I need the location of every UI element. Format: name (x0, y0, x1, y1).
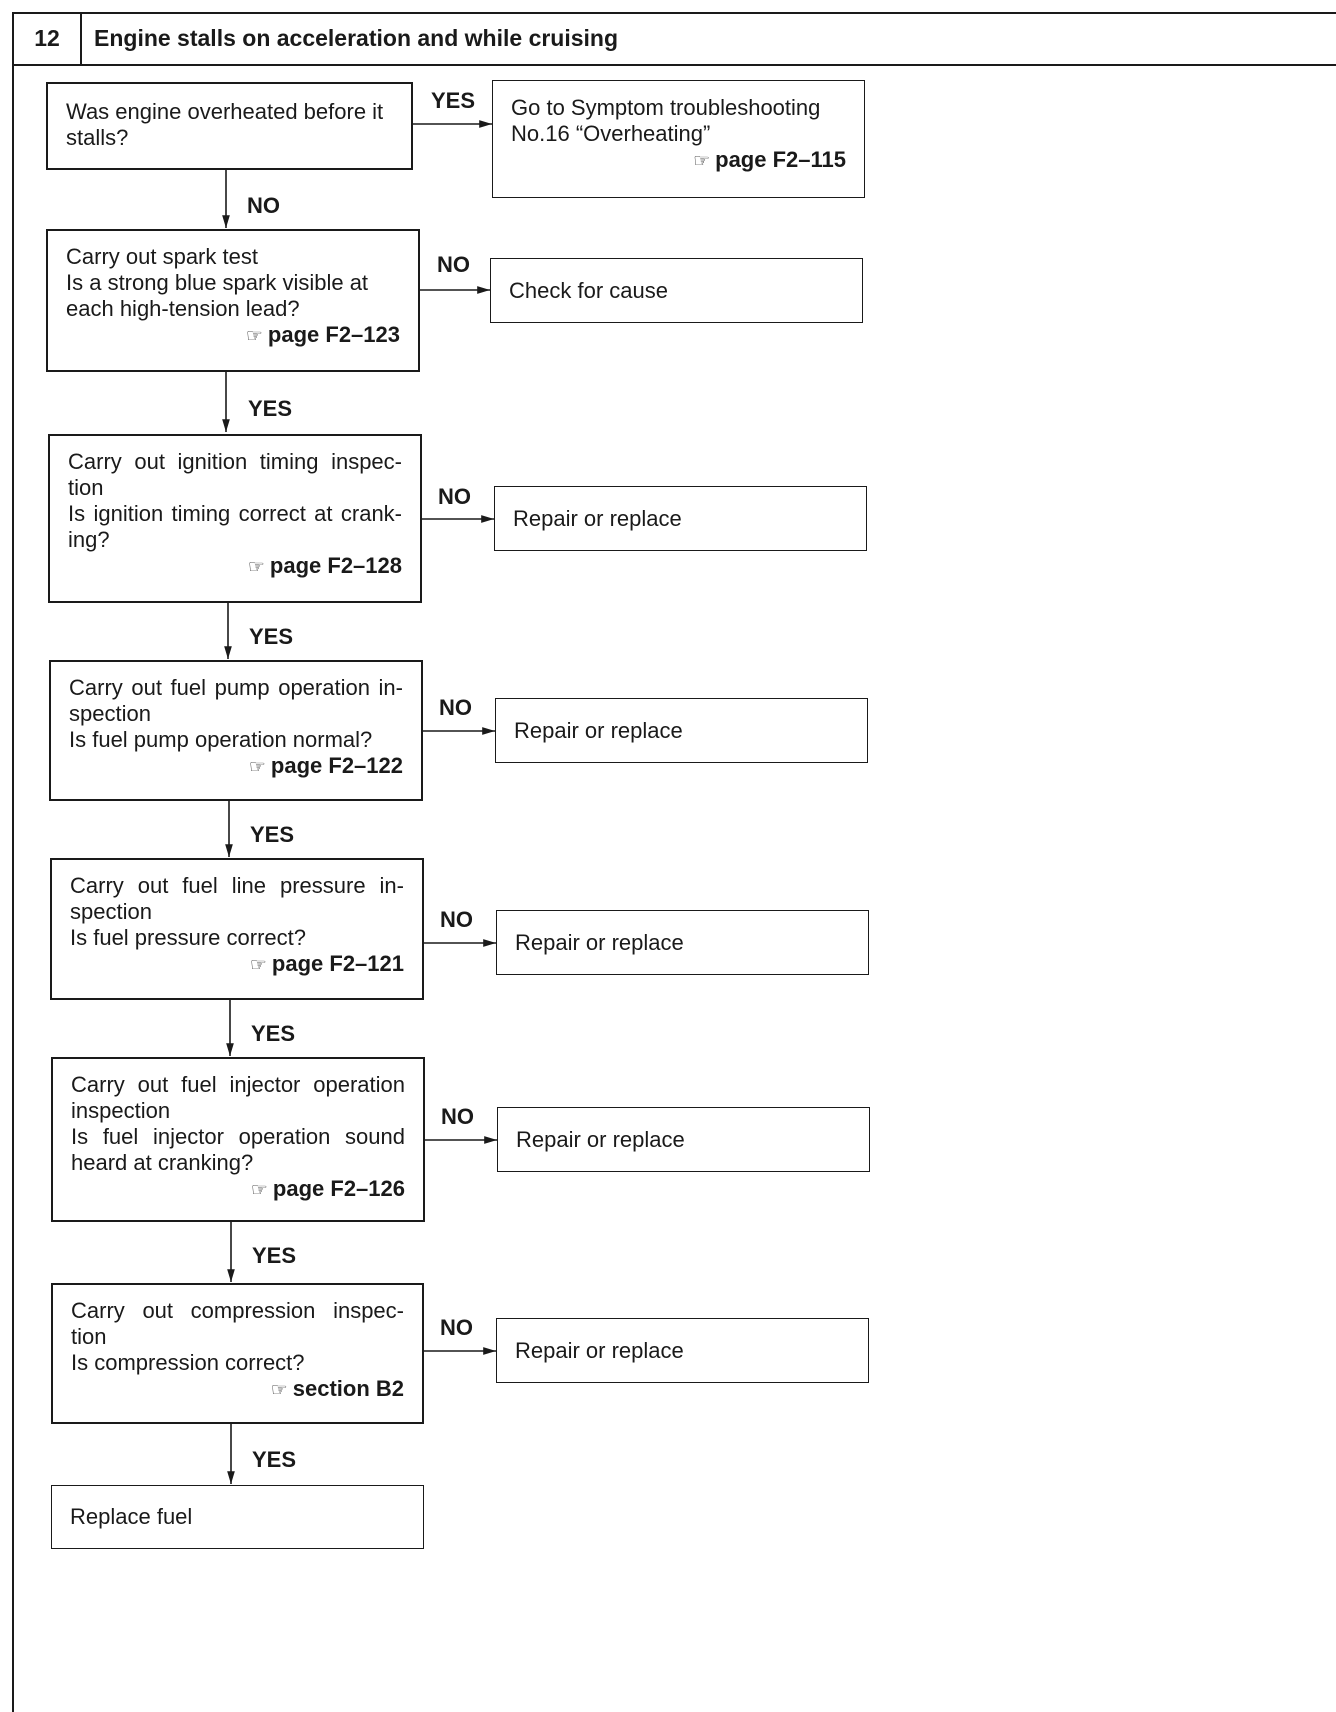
decision-fuel-line-pressure: Carry out fuel line pressure in-spection… (50, 858, 424, 1000)
page-reference: ☞page F2–123 (245, 322, 400, 347)
step-action: Carry out spark test (66, 244, 258, 269)
no-label: NO (438, 484, 471, 509)
yes-label: YES (252, 1243, 297, 1268)
no-label: NO (439, 695, 472, 720)
decision-fuel-injector: Carry out fuel injector operation inspec… (51, 1057, 425, 1222)
no-label: NO (247, 193, 280, 218)
step-question: Is fuel pressure correct? (70, 925, 306, 950)
step-action: Carry out fuel injector operation inspec… (71, 1072, 405, 1123)
no-label: NO (440, 1315, 473, 1340)
decision-ignition-timing: Carry out ignition timing inspec-tion Is… (48, 434, 422, 603)
yes-label: YES (248, 396, 293, 421)
step-action: Carry out ignition timing inspec-tion (68, 449, 402, 500)
pointing-hand-icon: ☞ (248, 757, 266, 778)
decision-compression: Carry out compression inspec-tion Is com… (51, 1283, 424, 1424)
result-repair-replace: Repair or replace (495, 698, 868, 763)
decision-overheated: Was engine overheated before it stalls? (46, 82, 413, 170)
page-frame (12, 12, 1336, 1712)
page-reference: ☞page F2–126 (250, 1176, 405, 1201)
pointing-hand-icon: ☞ (249, 955, 267, 976)
yes-label: YES (431, 88, 476, 113)
result-text-line2: No.16 “Overheating” (511, 121, 711, 146)
no-label: NO (440, 907, 473, 932)
step-question: Is fuel injector operation sound heard a… (71, 1124, 405, 1175)
pointing-hand-icon: ☞ (250, 1180, 268, 1201)
pointing-hand-icon: ☞ (245, 326, 263, 347)
result-check-cause: Check for cause (490, 258, 863, 323)
page-title: Engine stalls on acceleration and while … (94, 24, 619, 51)
step-question: Is ignition timing correct at crank-ing? (68, 501, 402, 552)
result-repair-replace: Repair or replace (497, 1107, 870, 1172)
page-reference: ☞page F2–122 (248, 753, 403, 778)
step-action: Carry out compression inspec-tion (71, 1298, 404, 1349)
step-action: Carry out fuel pump operation in-spectio… (69, 675, 403, 726)
result-text-line1: Go to Symptom troubleshooting (511, 95, 821, 120)
yes-label: YES (249, 624, 294, 649)
page-reference: ☞page F2–115 (693, 147, 846, 172)
pointing-hand-icon: ☞ (693, 151, 711, 172)
decision-spark-test: Carry out spark test Is a strong blue sp… (46, 229, 420, 372)
result-repair-replace: Repair or replace (494, 486, 867, 551)
yes-label: YES (252, 1447, 297, 1472)
final-replace-fuel: Replace fuel (51, 1485, 424, 1549)
decision-fuel-pump: Carry out fuel pump operation in-spectio… (49, 660, 423, 801)
page-reference: ☞page F2–128 (247, 553, 402, 578)
result-repair-replace: Repair or replace (496, 910, 869, 975)
symptom-number: 12 (14, 12, 82, 64)
step-question: Is compression correct? (71, 1350, 305, 1375)
result-overheating: Go to Symptom troubleshooting No.16 “Ove… (492, 80, 865, 198)
pointing-hand-icon: ☞ (270, 1380, 288, 1401)
step-question: Is fuel pump operation normal? (69, 727, 373, 752)
yes-label: YES (251, 1021, 296, 1046)
result-repair-replace: Repair or replace (496, 1318, 869, 1383)
header-row: 12 Engine stalls on acceleration and whi… (12, 12, 1336, 66)
no-label: NO (441, 1104, 474, 1129)
decision-text: Was engine overheated before it stalls? (66, 99, 384, 150)
page-reference: ☞page F2–121 (249, 951, 404, 976)
yes-label: YES (250, 822, 295, 847)
pointing-hand-icon: ☞ (247, 557, 265, 578)
no-label: NO (437, 252, 470, 277)
page-reference: ☞section B2 (270, 1376, 404, 1401)
step-question: Is a strong blue spark visible at each h… (66, 270, 369, 321)
step-action: Carry out fuel line pressure in-spection (70, 873, 404, 924)
